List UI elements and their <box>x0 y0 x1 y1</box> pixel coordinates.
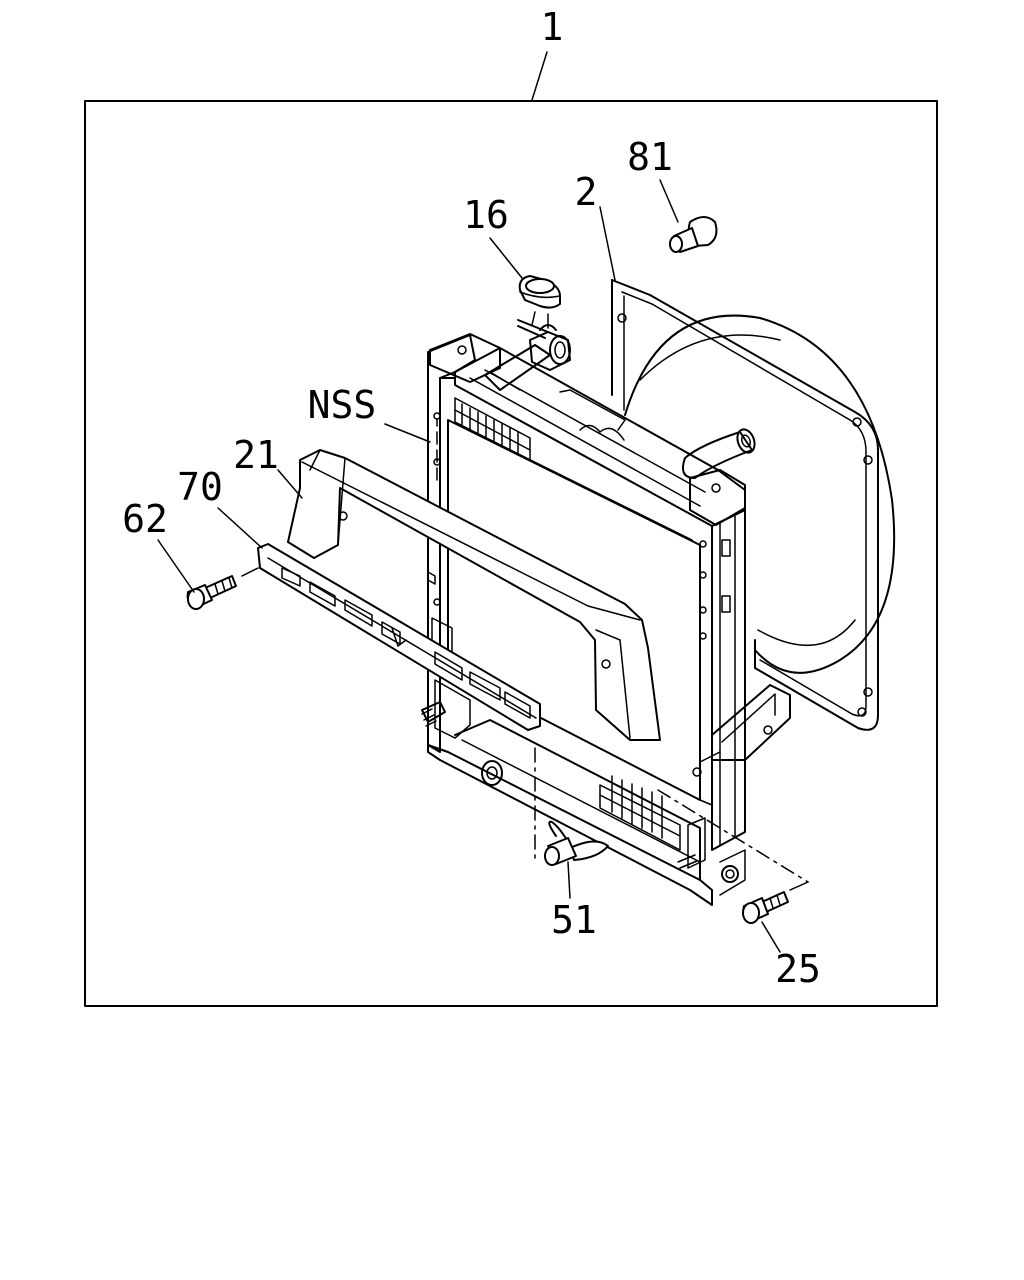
diagram-frame <box>84 100 938 1007</box>
air-guide <box>257 543 541 731</box>
assembly-lines <box>241 419 809 891</box>
callout-grommet: 81 <box>627 135 673 179</box>
callout-assembly: 1 <box>541 5 564 49</box>
upper-bracket <box>287 449 661 741</box>
callout-nss: NSS <box>308 383 377 427</box>
callout-fan-shroud: 2 <box>575 170 598 214</box>
callout-drain-cock: 51 <box>551 898 597 942</box>
callout-bolt-25: 25 <box>775 947 821 991</box>
leader-lines <box>157 51 781 953</box>
radiator-core <box>421 333 791 906</box>
drain-cock <box>544 820 609 866</box>
outlet-pipe <box>682 428 756 479</box>
filler-neck <box>484 319 571 391</box>
bolt-62 <box>186 575 237 610</box>
bolt-25 <box>742 891 789 924</box>
fan-shroud <box>611 279 896 731</box>
callout-upper-bracket: 21 <box>233 433 279 477</box>
callout-bolt-62: 62 <box>122 497 168 541</box>
grommet <box>669 216 718 253</box>
callout-radiator-cap: 16 <box>463 193 509 237</box>
radiator-cap <box>518 275 561 329</box>
callout-air-guide: 70 <box>177 465 223 509</box>
